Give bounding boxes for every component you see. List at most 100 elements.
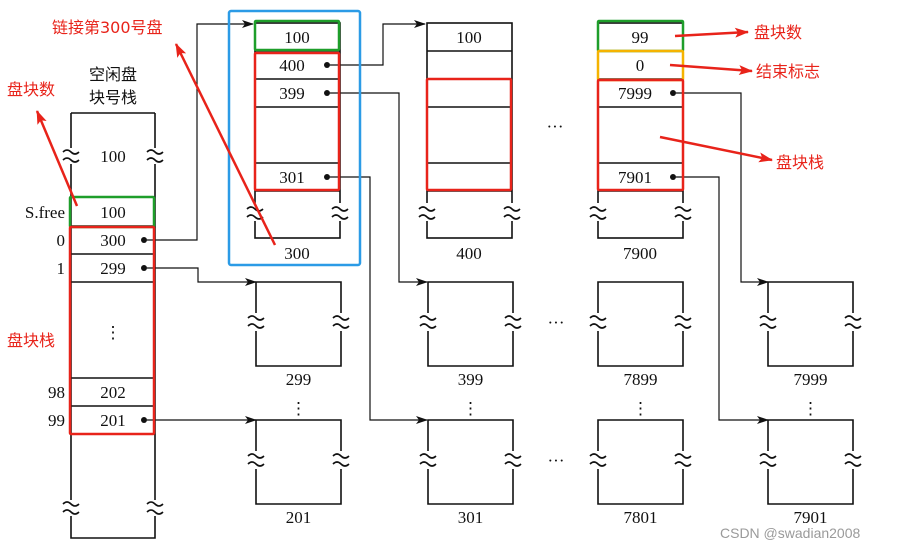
annotation-arrow (659, 135, 773, 163)
break-mark-icon (332, 315, 350, 329)
break-marks (589, 203, 692, 221)
highlight-stack-400 (425, 77, 513, 192)
row-index: 0 (57, 231, 66, 250)
annotation-block-count-left: 盘块数 (7, 80, 55, 99)
cell-value: 400 (279, 56, 305, 75)
annotation-end-flag: 结束标志 (756, 62, 820, 81)
disk-block: 299 (247, 281, 350, 389)
highlight-stack-300 (253, 51, 341, 192)
row-index: 99 (48, 411, 65, 430)
annotation-arrow (669, 63, 753, 76)
break-marks (418, 203, 521, 221)
pointer-dot (324, 90, 330, 96)
vertical-ellipsis: ⋮ (802, 399, 819, 418)
pointer-dot (141, 237, 147, 243)
cell-value: 301 (279, 168, 305, 187)
break-mark-icon (844, 315, 862, 329)
annotation-block-stack-right: 盘块栈 (776, 153, 824, 172)
pointer-dot (670, 174, 676, 180)
horizontal-ellipsis: ··· (547, 117, 564, 136)
break-mark-icon (419, 315, 437, 329)
block-label: 400 (456, 244, 482, 263)
break-mark-icon (504, 315, 522, 329)
break-mark-icon (759, 315, 777, 329)
pointer-dot (670, 90, 676, 96)
block-label: 7999 (794, 370, 828, 389)
pointer-dot (141, 265, 147, 271)
block-count: 100 (284, 28, 310, 47)
link-connectors-300 (330, 20, 428, 424)
row-value: 202 (100, 383, 126, 402)
block-label: 399 (458, 370, 484, 389)
break-mark-icon (759, 453, 777, 467)
horizontal-ellipsis: ··· (548, 451, 565, 470)
break-mark-icon (332, 453, 350, 467)
lower-blocks: 299 399 7899 7999 ··· 201 ⋮ 301 ⋮ 7801 ⋮ 7901 ⋮ ··· (247, 281, 862, 527)
disk-block: 7901 ⋮ (759, 399, 862, 527)
horizontal-ellipsis: ··· (548, 313, 565, 332)
row-value: 299 (100, 259, 126, 278)
annotation-block-count-right: 盘块数 (754, 23, 802, 42)
block-count: 100 (456, 28, 482, 47)
block-label: 7901 (794, 508, 828, 527)
sfree-value: 100 (100, 203, 126, 222)
break-mark-icon (674, 453, 692, 467)
break-mark-icon (674, 315, 692, 329)
link-connectors-7900 (676, 92, 769, 424)
block-label: 7899 (624, 370, 658, 389)
disk-block: 7999 (759, 281, 862, 389)
block-label: 201 (286, 508, 312, 527)
block-label: 299 (286, 370, 312, 389)
highlight-count-300 (253, 19, 341, 52)
stack-title-line1: 空闲盘 (89, 65, 137, 84)
break-mark-icon (247, 315, 265, 329)
pointer-dot (141, 417, 147, 423)
pointer-dot (324, 62, 330, 68)
disk-block: 301 ⋮ (419, 399, 522, 527)
stack-ellipsis: ⋮ (105, 323, 122, 342)
vertical-ellipsis: ⋮ (632, 399, 649, 418)
end-flag-value: 0 (636, 56, 645, 75)
cell-value: 7901 (618, 168, 652, 187)
block-label: 300 (284, 244, 310, 263)
watermark: CSDN @swadian2008 (720, 525, 860, 541)
block-label: 7801 (624, 508, 658, 527)
vertical-ellipsis: ⋮ (462, 399, 479, 418)
block-label: 301 (458, 508, 484, 527)
pointer-dot (324, 174, 330, 180)
stack-title-line2: 块号栈 (89, 88, 137, 107)
stack-top-value: 100 (100, 147, 126, 166)
row-value: 201 (100, 411, 126, 430)
break-mark-icon (419, 453, 437, 467)
annotation-block-stack-left: 盘块栈 (7, 331, 55, 350)
row-index: 1 (57, 259, 66, 278)
row-index: 98 (48, 383, 65, 402)
disk-block: 7899 (589, 281, 692, 389)
group-block-400 (426, 22, 513, 239)
highlight-stack-7900 (596, 78, 685, 192)
annotation-link-300: 链接第300号盘 (52, 18, 163, 37)
break-mark-icon (589, 315, 607, 329)
highlight-free-stack (68, 225, 156, 436)
annotation-arrow (35, 110, 79, 207)
break-mark-icon (589, 453, 607, 467)
annotation-arrow (674, 27, 749, 38)
cell-value: 399 (279, 84, 305, 103)
disk-block: 7801 ⋮ (589, 399, 692, 527)
block-count: 99 (632, 28, 649, 47)
break-mark-icon (504, 453, 522, 467)
row-value: 300 (100, 231, 126, 250)
break-mark-icon (844, 453, 862, 467)
cell-value: 7999 (618, 84, 652, 103)
block-label: 7900 (623, 244, 657, 263)
highlight-block-300 (227, 9, 362, 267)
link-connectors-left (147, 20, 257, 424)
break-marks-left (62, 149, 164, 515)
disk-block: 201 ⋮ (247, 399, 350, 527)
vertical-ellipsis: ⋮ (290, 399, 307, 418)
annotation-arrow (174, 43, 277, 246)
disk-block: 399 (419, 281, 522, 389)
sfree-label: S.free (25, 203, 65, 222)
break-mark-icon (247, 453, 265, 467)
